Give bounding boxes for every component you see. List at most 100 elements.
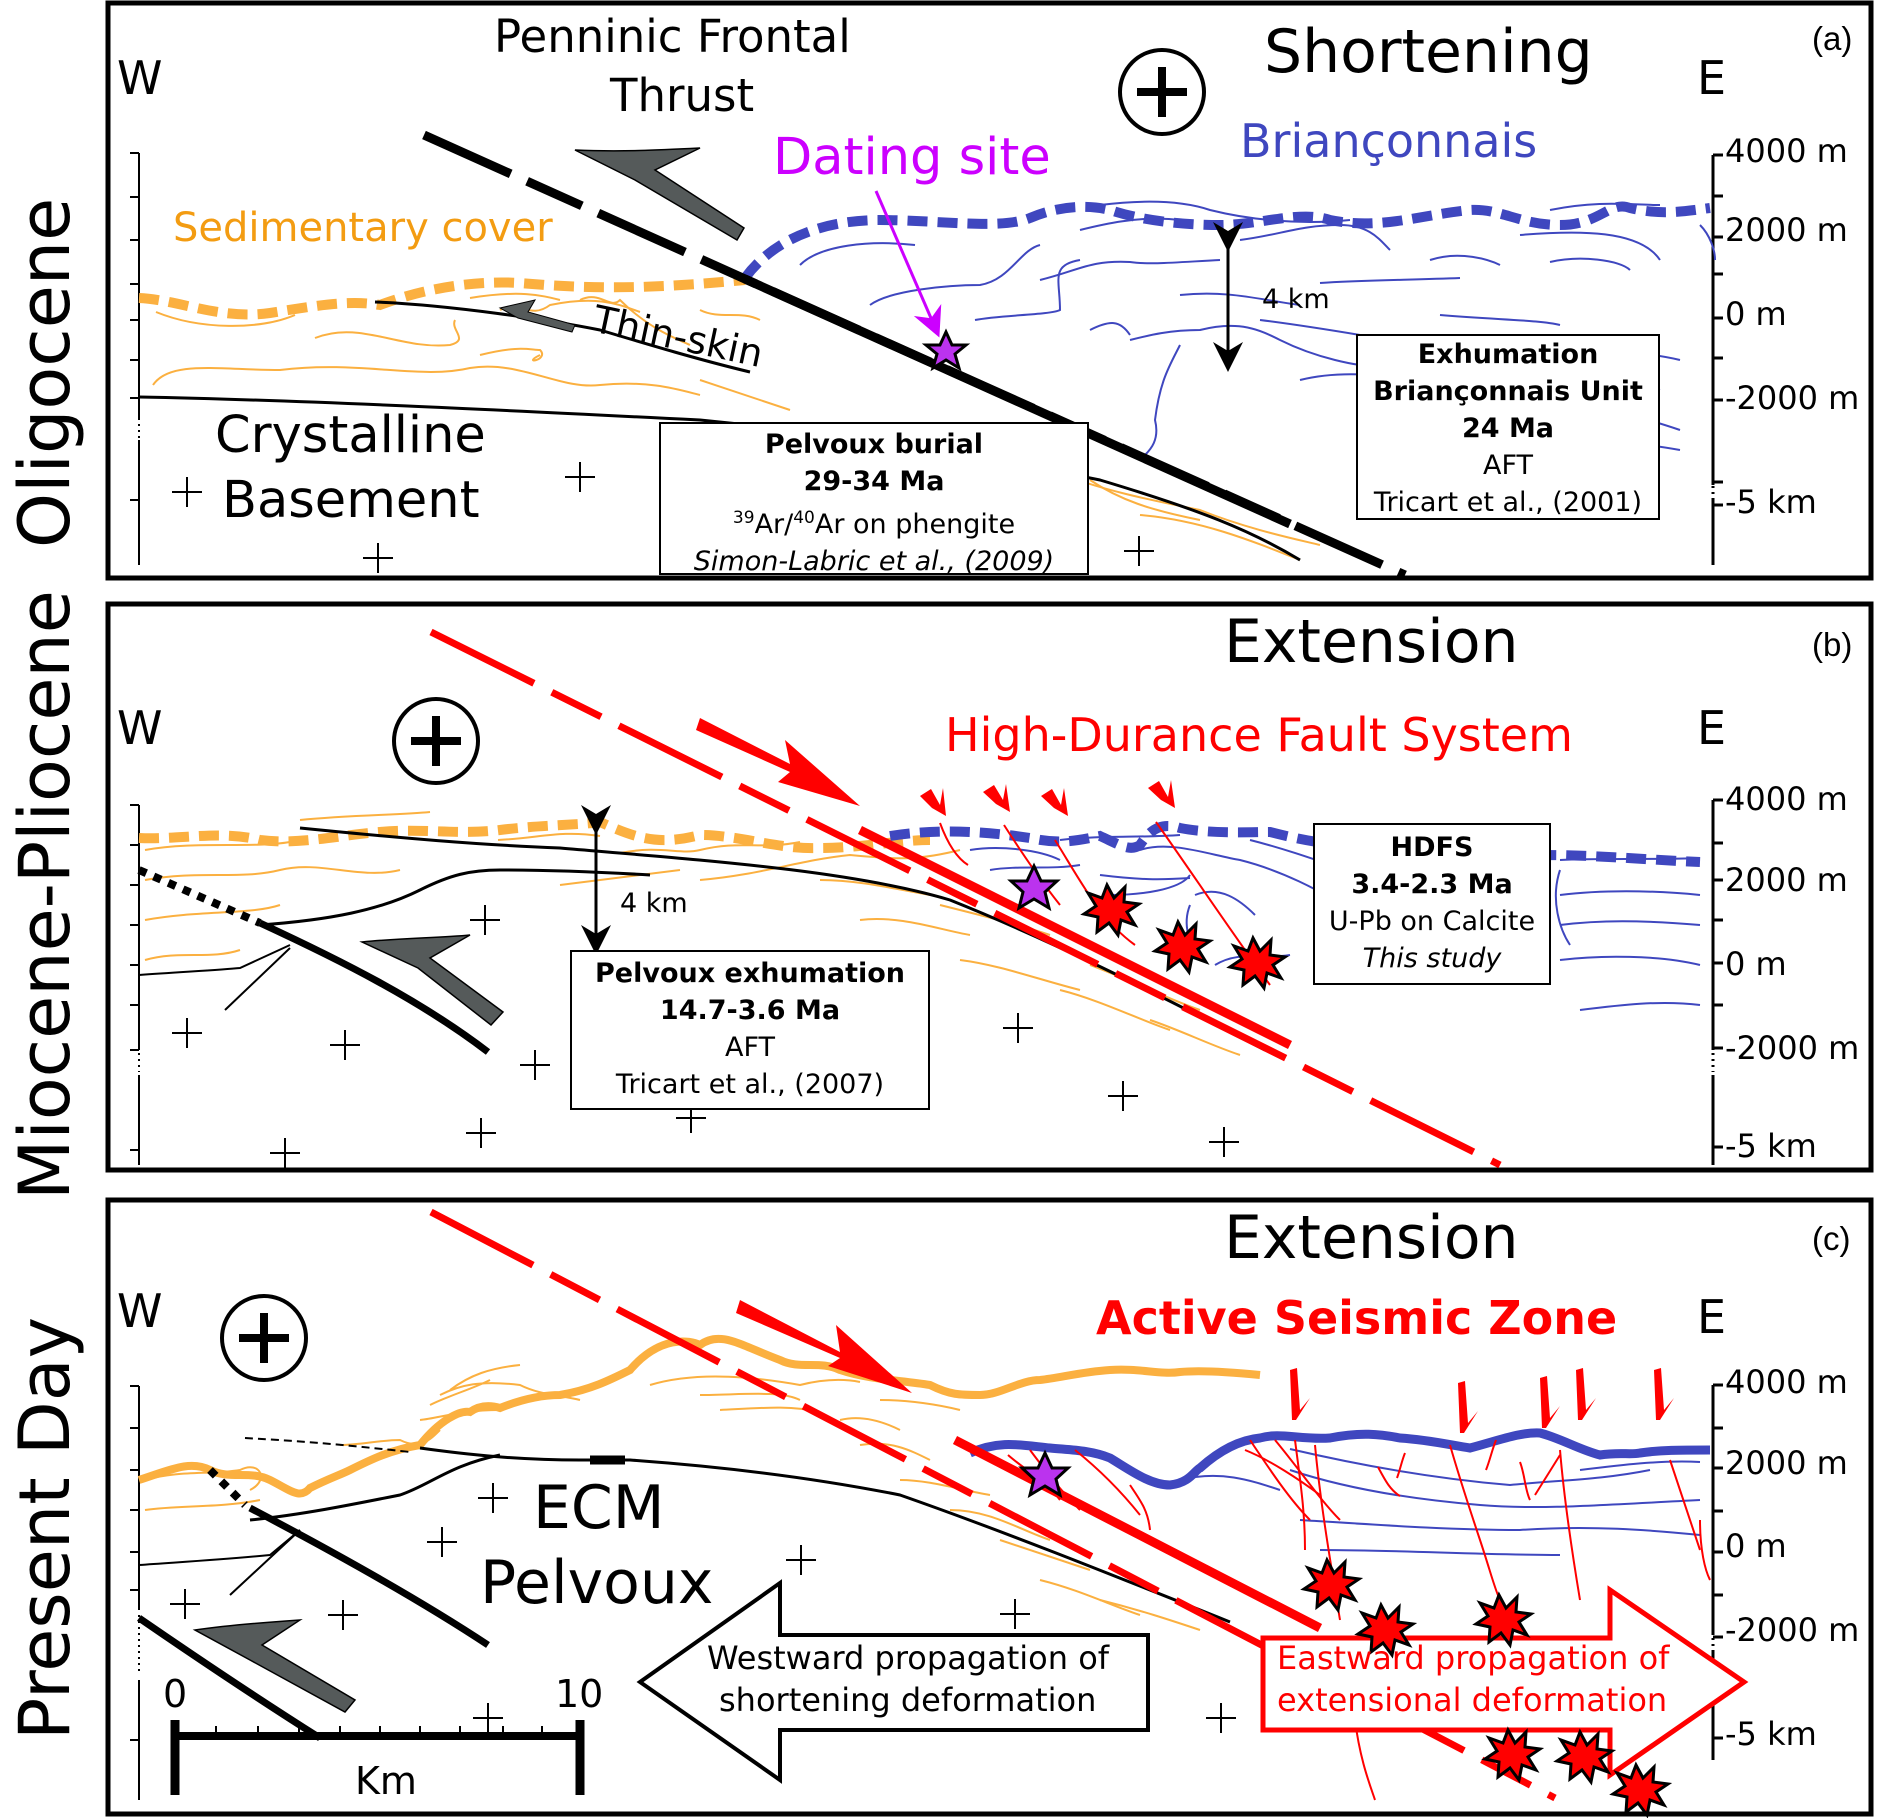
earthquake-icon: [1151, 918, 1215, 976]
thrust-label-line1: Penninic Frontal: [494, 10, 851, 63]
period-label-present-day: Present Day: [4, 1316, 86, 1740]
box-age: 14.7-3.6 Ma: [659, 995, 841, 1026]
eastward-label-line1: Eastward propagation of: [1277, 1639, 1670, 1677]
west-label: W: [117, 51, 163, 105]
dating-site-star-icon: [1018, 1449, 1072, 1499]
box-title: Pelvoux exhumation: [595, 958, 905, 989]
basement-contact-lower: [259, 868, 651, 927]
scale-bar: [170, 1720, 585, 1795]
thrust-motion-arrow-icon: [574, 147, 746, 242]
regime-label: Shortening: [1264, 17, 1593, 87]
dating-site-label: Dating site: [773, 128, 1051, 187]
sediment-layers: [152, 292, 1321, 561]
box-age: 24 Ma: [1461, 413, 1555, 444]
brianconnais-top-dashed: [889, 821, 1701, 867]
westernmost-thrust: [137, 1615, 322, 1741]
thickness-label: 4 km: [620, 888, 688, 919]
earthquake-icons: [1300, 1556, 1673, 1818]
method-part: Ar/: [754, 509, 794, 540]
box-title: Pelvoux burial: [764, 429, 984, 460]
seismic-zone-label: Active Seismic Zone: [1096, 1291, 1618, 1345]
thickness-label: 4 km: [1262, 284, 1330, 315]
sediment-top-dashed: [138, 275, 746, 320]
left-depth-axis: [130, 152, 140, 565]
box-reference: This study: [1362, 943, 1502, 974]
depth-tick-minus2000: -2000 m: [1725, 1029, 1860, 1067]
panel-label-c: (c): [1812, 1220, 1851, 1257]
massif-label-line1: ECM: [533, 1473, 665, 1543]
earthquake-icon: [1553, 1728, 1617, 1786]
box-method: AFT: [1482, 450, 1534, 481]
scale-bar-unit: Km: [355, 1759, 417, 1803]
dating-site-pointer: [874, 190, 942, 338]
sediment-layers: [144, 1364, 1201, 1631]
box-title: Exhumation: [1417, 339, 1599, 370]
westward-label-line2: shortening deformation: [719, 1681, 1097, 1719]
eastward-propagation-arrow: [1260, 1585, 1749, 1780]
regime-label: Extension: [1224, 607, 1519, 677]
plus-circle-icon: [392, 697, 480, 785]
panel-b-frame: [105, 601, 1874, 1173]
box-reference: Tricart et al., (2007): [615, 1069, 885, 1100]
panel-a-frame: [105, 0, 1874, 581]
sedimentary-cover-label: Sedimentary cover: [173, 205, 553, 251]
depth-tick-2000: 2000 m: [1725, 861, 1848, 899]
plus-circle-icon: [220, 1294, 308, 1382]
depth-tick-minus5km: -5 km: [1725, 483, 1817, 521]
pelvoux-exhumation-box: Pelvoux exhumation 14.7-3.6 Ma AFT Trica…: [570, 950, 930, 1110]
eastward-label-line2: extensional deformation: [1277, 1681, 1668, 1719]
east-label: E: [1697, 701, 1727, 755]
panel-a: [105, 0, 1874, 581]
basement-crosses: [172, 462, 1154, 573]
basement-contact-lower: [249, 1453, 501, 1522]
westward-propagation-arrow: [636, 1579, 1150, 1784]
panel-label-a: (a): [1812, 20, 1853, 57]
hdfs-box: HDFS 3.4-2.3 Ma U-Pb on Calcite This stu…: [1313, 823, 1551, 985]
isotope-39: 39: [732, 508, 755, 528]
panel-c: [105, 1197, 1874, 1818]
period-label-miocene-pliocene: Miocene-Pliocene: [4, 590, 86, 1200]
earthquake-icon: [1080, 881, 1144, 939]
basement-crosses: [170, 1483, 1236, 1733]
thrust-motion-arrow-icon: [192, 1619, 357, 1713]
depth-tick-4000: 4000 m: [1725, 780, 1848, 818]
exhumation-brianconnais-box: Exhumation Briançonnais Unit 24 Ma AFT T…: [1356, 334, 1660, 520]
dating-site-star-icon: [921, 328, 971, 372]
sediment-top-dashed: [138, 816, 931, 854]
box-method: AFT: [724, 1032, 776, 1063]
box-age: 3.4-2.3 Ma: [1351, 869, 1513, 900]
brianconnais-top-dashed: [740, 201, 1711, 282]
left-depth-axis: [130, 804, 140, 1165]
earthquake-icon: [1472, 1591, 1536, 1649]
box-reference: Tricart et al., (2001): [1373, 487, 1643, 518]
thin-skin-thrust: [374, 300, 751, 374]
west-label: W: [117, 1284, 163, 1338]
basement-contact: [419, 1446, 1231, 1624]
normal-fault-arrow-icon: [696, 718, 860, 806]
crystalline-label-line1: Crystalline: [215, 406, 486, 465]
right-depth-axis: [1711, 153, 1723, 565]
depth-tick-minus5km: -5 km: [1725, 1127, 1817, 1165]
east-label: E: [1697, 1290, 1727, 1344]
left-depth-axis: [130, 1385, 140, 1800]
fault-motion-arrows: [920, 780, 1175, 816]
depth-tick-4000: 4000 m: [1725, 1363, 1848, 1401]
sediment-top: [137, 1334, 1261, 1498]
scale-bar-start: 0: [163, 1672, 188, 1716]
depth-tick-minus5km: -5 km: [1725, 1715, 1817, 1753]
isotope-40: 40: [793, 508, 815, 528]
earthquake-icon: [1481, 1726, 1545, 1784]
scale-bar-end: 10: [555, 1672, 604, 1716]
dating-site-star-icon: [1007, 862, 1061, 912]
box-method: U-Pb on Calcite: [1328, 906, 1536, 937]
secondary-faults: [1007, 1439, 1711, 1801]
brianconnais-label: Briançonnais: [1240, 114, 1538, 168]
brianconnais-layers: [1179, 1448, 1701, 1556]
depth-tick-0: 0 m: [1725, 1527, 1787, 1565]
depth-tick-2000: 2000 m: [1725, 211, 1848, 249]
massif-label-line2: Pelvoux: [480, 1548, 714, 1618]
panel-c-frame: [105, 1197, 1874, 1817]
fault-motion-arrows: [1290, 1368, 1674, 1433]
depth-tick-0: 0 m: [1725, 945, 1787, 983]
